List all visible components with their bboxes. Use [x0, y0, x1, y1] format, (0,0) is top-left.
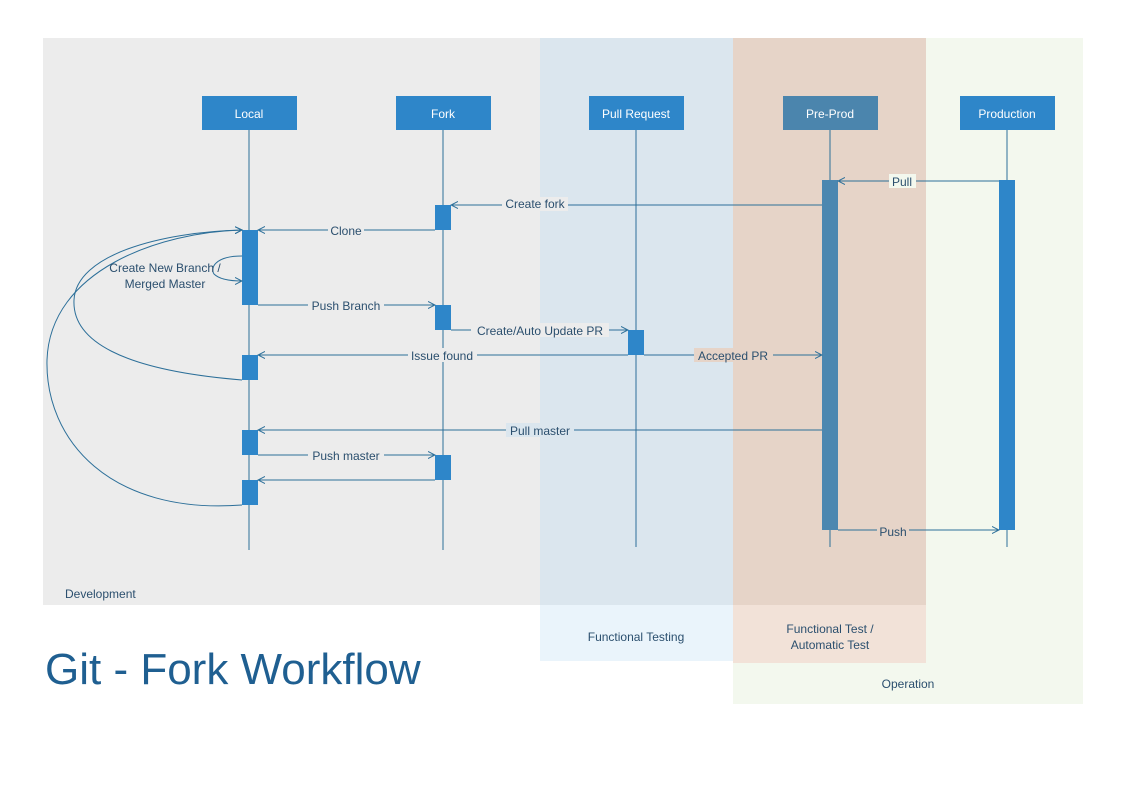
activation-production	[999, 180, 1015, 530]
label-accepted-pr: Accepted PR	[698, 349, 768, 363]
header-pull-request	[589, 96, 684, 130]
activation-pre-prod	[822, 180, 838, 530]
label-create-new-branch-1: Create New Branch /	[109, 261, 221, 275]
header-fork-label: Fork	[431, 107, 456, 121]
header-pull-request-label: Pull Request	[602, 107, 671, 121]
header-fork	[396, 96, 491, 130]
header-pre-prod-label: Pre-Prod	[806, 107, 854, 121]
header-local-label: Local	[235, 107, 264, 121]
label-push-branch: Push Branch	[312, 299, 381, 313]
activation-local-2	[242, 355, 258, 380]
activation-fork-2	[435, 305, 451, 330]
label-push-master: Push master	[312, 449, 379, 463]
header-production-label: Production	[978, 107, 1035, 121]
header-pre-prod	[783, 96, 878, 130]
label-create-update-pr: Create/Auto Update PR	[477, 324, 603, 338]
zone-label-development: Development	[65, 587, 136, 601]
label-clone: Clone	[330, 224, 362, 238]
zone-development	[43, 38, 540, 605]
header-production	[960, 96, 1055, 130]
zone-label-functional-test-1: Functional Test /	[786, 622, 874, 636]
label-create-new-branch-2: Merged Master	[125, 277, 206, 291]
zone-label-functional-test-2: Automatic Test	[791, 638, 870, 652]
activation-local-4	[242, 480, 258, 505]
activation-pull-request	[628, 330, 644, 355]
activation-local-1	[242, 230, 258, 305]
zone-functional-test-footer	[733, 605, 926, 663]
arrow-self-create-branch	[212, 255, 242, 281]
loop-issue-found	[73, 230, 242, 381]
header-local	[202, 96, 297, 130]
page-title: Git - Fork Workflow	[45, 645, 421, 694]
zone-label-functional-testing: Functional Testing	[588, 630, 685, 644]
label-pull: Pull	[892, 175, 912, 189]
label-create-fork: Create fork	[505, 197, 565, 211]
message-labels: Pull Create fork Clone Create New Branch…	[109, 174, 916, 539]
activation-local-3	[242, 430, 258, 455]
zone-label-operation: Operation	[882, 677, 935, 691]
label-issue-found: Issue found	[411, 349, 473, 363]
label-pull-master: Pull master	[510, 424, 570, 438]
activation-fork-1	[435, 205, 451, 230]
zone-functional-testing-footer	[540, 605, 733, 661]
label-push: Push	[879, 525, 906, 539]
activation-fork-3	[435, 455, 451, 480]
loop-push-master	[46, 230, 242, 507]
